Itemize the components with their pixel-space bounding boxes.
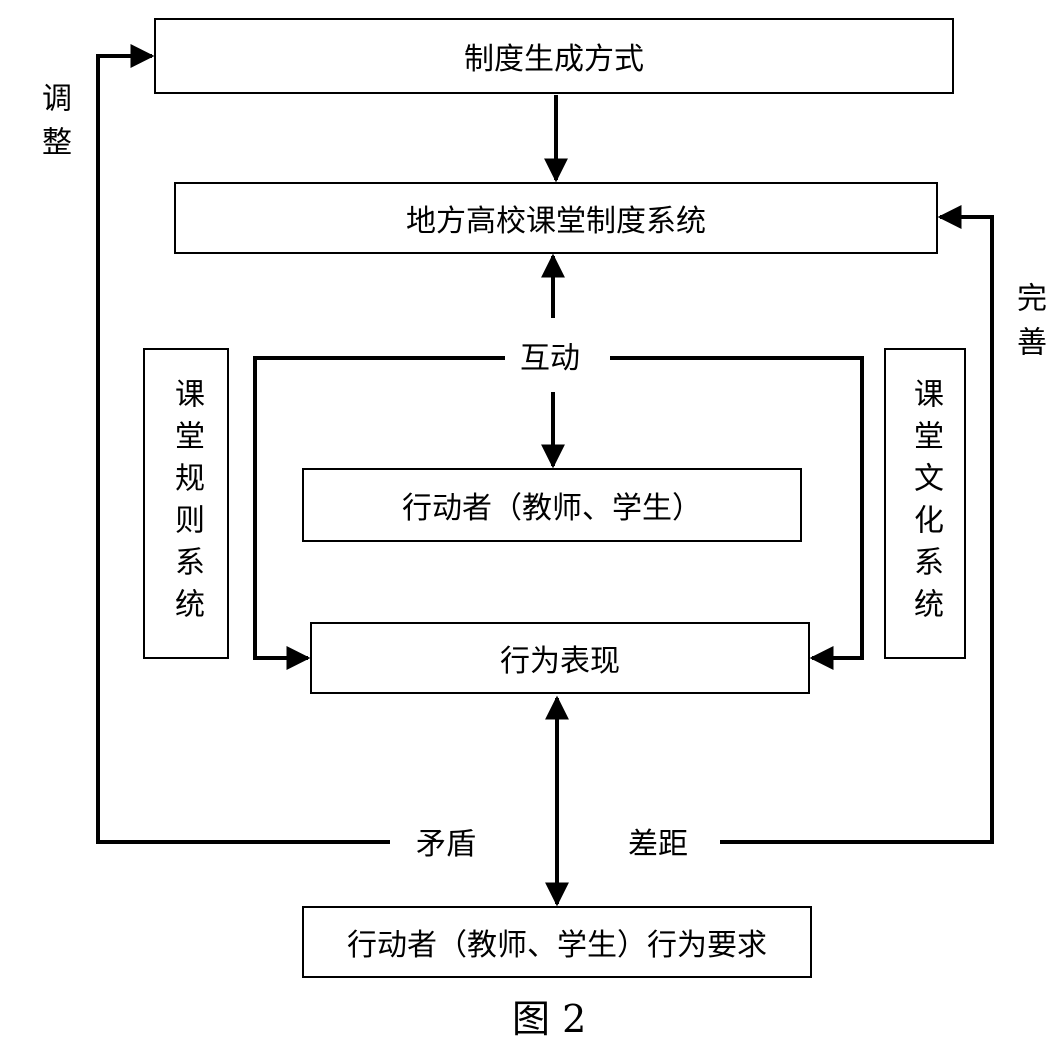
actors-box: 行动者（教师、学生）	[302, 468, 802, 542]
arrow-contradiction-to-generation	[96, 44, 390, 844]
improve-label: 完善	[1011, 282, 1046, 370]
behavior-label: 行为表现	[500, 644, 620, 679]
interaction-label: 互动	[520, 341, 580, 376]
figure-caption: 图 2	[512, 997, 587, 1041]
generation-box: 制度生成方式	[154, 18, 954, 94]
generation-label: 制度生成方式	[464, 42, 644, 77]
contradiction-label: 矛盾	[416, 827, 476, 862]
actors-label: 行动者（教师、学生）	[402, 491, 702, 526]
requirements-label: 行动者（教师、学生）行为要求	[347, 928, 767, 963]
arrow-gap-to-system	[720, 205, 994, 844]
behavior-box: 行为表现	[310, 622, 810, 694]
system-label: 地方高校课堂制度系统	[406, 204, 706, 239]
requirements-box: 行动者（教师、学生）行为要求	[302, 906, 812, 978]
rules-box: 课堂规则系统	[143, 348, 229, 659]
arrow-interaction-right-to-behavior	[610, 356, 864, 670]
rules-label: 课堂规则系统	[169, 377, 204, 630]
gap-label: 差距	[628, 827, 688, 862]
culture-box: 课堂文化系统	[884, 348, 966, 659]
culture-label: 课堂文化系统	[908, 377, 943, 630]
arrow-interaction-left-to-behavior	[253, 356, 505, 670]
adjust-label: 调整	[36, 82, 71, 170]
system-box: 地方高校课堂制度系统	[174, 182, 938, 254]
